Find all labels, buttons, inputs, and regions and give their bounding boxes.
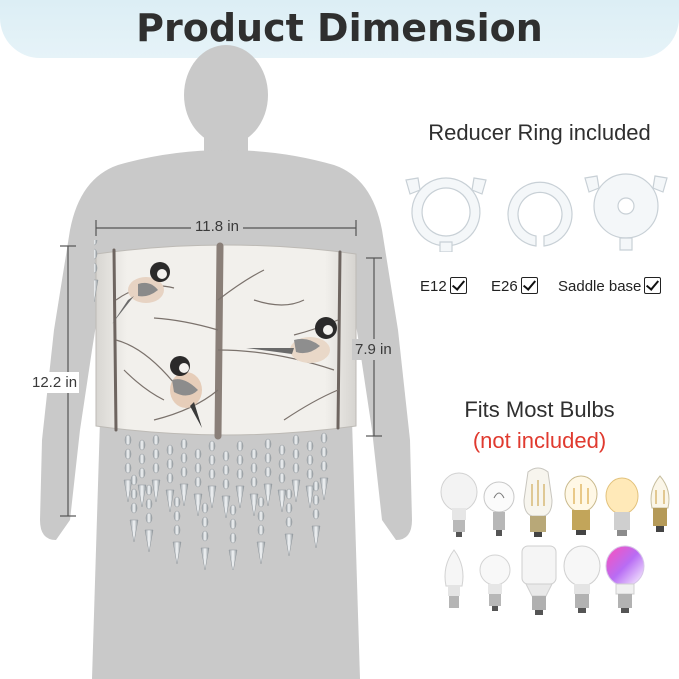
checkbox-checked-icon xyxy=(449,277,467,294)
reducer-ring-title: Reducer Ring included xyxy=(428,120,651,145)
fits-bulbs-title: Fits Most Bulbs xyxy=(464,397,615,422)
e12-reducer-ring-icon xyxy=(405,177,487,252)
reducer-option-label: Saddle base xyxy=(558,278,642,295)
globe-bulb-icon xyxy=(483,481,515,536)
page-title: Product Dimension xyxy=(136,6,543,50)
drum-lamp-shade-image xyxy=(94,240,357,570)
title-banner: Product Dimension xyxy=(0,0,679,58)
candle-filament-bulb-icon xyxy=(650,475,670,532)
corn-bulb-icon xyxy=(521,545,557,615)
chickadee-bird-2 xyxy=(170,356,202,428)
amber-globe-bulb-icon xyxy=(605,477,639,536)
reducer-option-e26: E26 xyxy=(491,277,538,295)
chickadee-bird-1 xyxy=(112,262,170,324)
shade-height-dimension-label: 7.9 in xyxy=(352,339,395,360)
edison-filament-bulb-icon xyxy=(564,475,598,535)
a19-bulb-icon xyxy=(440,472,478,537)
a19-led-bulb-icon xyxy=(563,545,601,613)
total-height-dimension-label: 12.2 in xyxy=(30,372,80,393)
reducer-option-label: E12 xyxy=(420,278,447,295)
reducer-option-saddle-base: Saddle base xyxy=(558,277,662,295)
saddle-base-reducer-icon xyxy=(584,173,668,251)
width-dimension-label: 11.8 in xyxy=(191,218,243,235)
checkbox-checked-icon xyxy=(520,277,538,294)
reducer-option-e12: E12 xyxy=(420,277,467,295)
g-globe-bulb-icon xyxy=(479,554,511,611)
rgb-smart-bulb-icon xyxy=(605,545,645,613)
st64-edison-bulb-icon xyxy=(523,467,553,537)
not-included-note: (not included) xyxy=(472,428,607,453)
reducer-option-label: E26 xyxy=(491,278,518,295)
chickadee-bird-3 xyxy=(246,317,337,363)
candle-bulb-icon xyxy=(444,549,464,608)
checkbox-checked-icon xyxy=(644,277,662,294)
e26-reducer-ring-icon xyxy=(507,181,573,247)
